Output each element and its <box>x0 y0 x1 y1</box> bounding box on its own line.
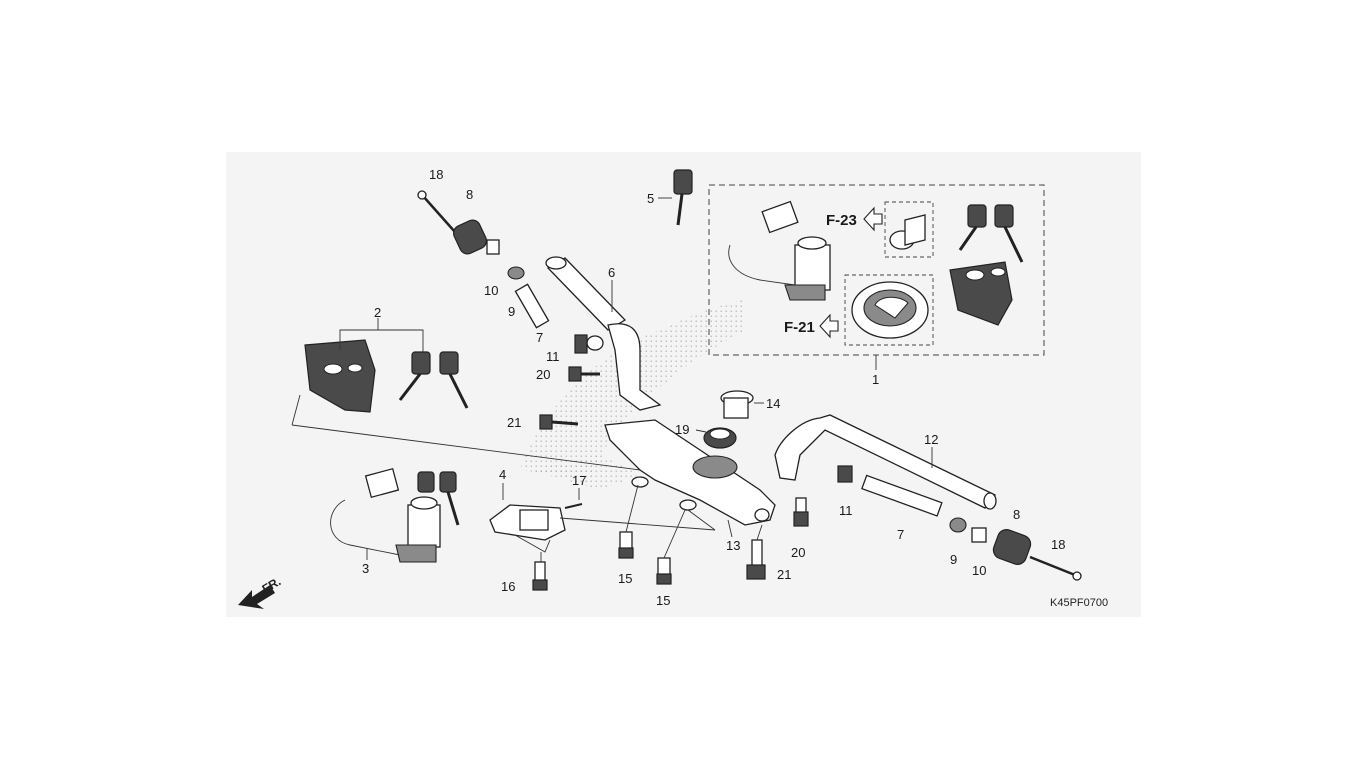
bolt-part-17 <box>564 488 583 509</box>
bolt-part-16 <box>532 552 548 591</box>
callout-17: 17 <box>572 473 586 488</box>
callout-16: 16 <box>501 579 515 594</box>
diagram-background <box>226 152 1141 617</box>
left-bar-end-parts <box>417 190 604 354</box>
callout-12: 12 <box>924 432 938 447</box>
callout-20-lower: 20 <box>791 545 805 560</box>
callout-14: 14 <box>766 396 780 411</box>
handle-lock-assembly-part <box>949 261 1013 326</box>
f21-arrow-icon <box>819 313 839 339</box>
callout-9-left: 9 <box>508 304 515 319</box>
callout-13: 13 <box>726 538 740 553</box>
callout-labels: 18 8 10 9 7 11 6 5 2 20 21 14 19 1 12 4 … <box>260 167 1109 609</box>
key-pair-assembly <box>958 204 1024 263</box>
ignition-switch-part-3 <box>330 467 460 563</box>
callout-1: 1 <box>872 372 879 387</box>
callout-18-right: 18 <box>1051 537 1065 552</box>
key-part-5 <box>658 169 693 226</box>
bracket-part-4 <box>489 483 716 553</box>
callout-10-left: 10 <box>484 283 498 298</box>
callout-10-right: 10 <box>972 563 986 578</box>
callout-5: 5 <box>647 191 654 206</box>
bolt-part-21-upper <box>539 414 579 430</box>
key-set-assembly-box <box>708 184 1045 370</box>
ref-f23: F-23 <box>826 212 857 229</box>
bolt-part-20-lower <box>793 497 809 527</box>
f23-arrow-icon <box>863 206 883 232</box>
stem-cap-part-14 <box>720 390 764 419</box>
callout-18-left: 18 <box>429 167 443 182</box>
callout-19: 19 <box>675 422 689 437</box>
callout-20-upper: 20 <box>536 367 550 382</box>
left-handlebar-part <box>545 256 662 411</box>
diagram-code: K45PF0700 <box>1050 597 1108 609</box>
callout-11-left: 11 <box>546 349 560 364</box>
front-direction-arrow-icon <box>238 585 275 609</box>
fuel-cap-part <box>851 281 929 339</box>
ref-f21: F-21 <box>784 319 815 336</box>
bolt-part-20-upper <box>568 366 600 382</box>
callout-11-right: 11 <box>839 503 853 518</box>
callout-2: 2 <box>374 305 381 320</box>
bolt-part-15-left <box>618 484 639 559</box>
callout-8-left: 8 <box>466 187 473 202</box>
seat-lock-part <box>889 214 926 250</box>
callout-15-left: 15 <box>618 571 632 586</box>
callout-7-left: 7 <box>536 330 543 345</box>
right-bar-end-parts <box>837 465 1082 581</box>
handle-lock-part-2 <box>291 318 641 471</box>
callout-9-right: 9 <box>950 552 957 567</box>
right-handlebar-part <box>774 414 997 510</box>
callout-4: 4 <box>499 467 506 482</box>
callout-7-right: 7 <box>897 527 904 542</box>
callout-6: 6 <box>608 265 615 280</box>
top-bridge-part <box>604 419 776 538</box>
callout-15-right: 15 <box>656 593 670 608</box>
callout-3: 3 <box>362 561 369 576</box>
bolt-part-15-right <box>656 509 686 585</box>
stem-nut-part-19 <box>695 427 737 449</box>
ignition-switch-assembly-part <box>728 200 831 301</box>
callout-21-upper: 21 <box>507 415 521 430</box>
callout-21-lower: 21 <box>777 567 791 582</box>
callout-8-right: 8 <box>1013 507 1020 522</box>
bolt-part-21-lower <box>746 524 766 580</box>
